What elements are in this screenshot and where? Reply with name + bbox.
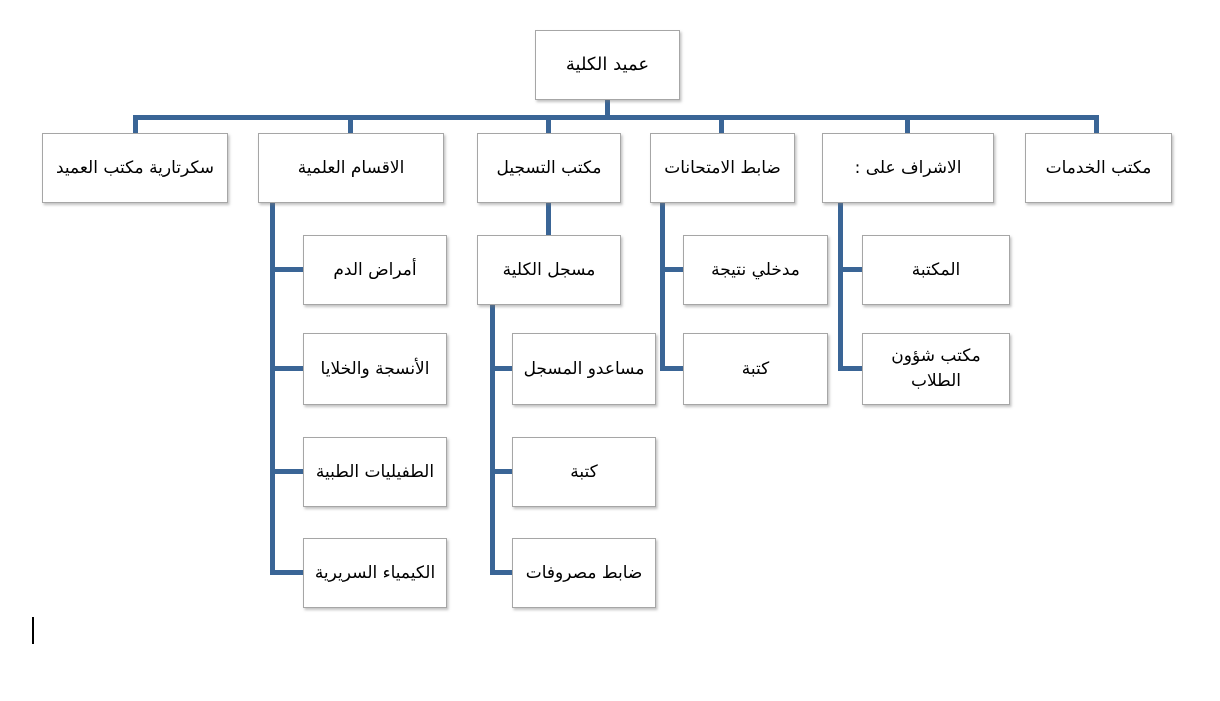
node-clinical-chemistry[interactable]: الكيمياء السريرية	[303, 538, 447, 608]
node-hematology[interactable]: أمراض الدم	[303, 235, 447, 305]
connector-registrar-drop	[546, 203, 551, 235]
node-student-affairs-office[interactable]: مكتب شؤون الطلاب	[862, 333, 1010, 405]
connector-stub-library	[841, 267, 862, 272]
node-library[interactable]: المكتبة	[862, 235, 1010, 305]
node-dean[interactable]: عميد الكلية	[535, 30, 680, 100]
connector-stub-exam-clerks	[663, 366, 683, 371]
connector-stub-clinical-chemistry	[273, 570, 303, 575]
connector-supervision-spine	[838, 203, 843, 371]
connector-stub-registrar-assistants	[493, 366, 512, 371]
connector-registrar-spine	[490, 305, 495, 575]
connector-bus	[133, 115, 1099, 120]
node-registrar-assistants[interactable]: مساعدو المسجل	[512, 333, 656, 405]
connector-drop-departments	[348, 118, 353, 133]
connector-stub-hematology	[273, 267, 303, 272]
node-histology-cells[interactable]: الأنسجة والخلايا	[303, 333, 447, 405]
connector-stub-result-entry	[663, 267, 683, 272]
node-medical-parasitology[interactable]: الطفيليات الطبية	[303, 437, 447, 507]
connector-stub-registration-clerks	[493, 469, 512, 474]
connector-drop-exams	[719, 118, 724, 133]
connector-dean-drop	[605, 100, 610, 120]
connector-departments-spine	[270, 203, 275, 575]
node-registration-office[interactable]: مكتب التسجيل	[477, 133, 621, 203]
connector-stub-student-affairs	[841, 366, 862, 371]
connector-stub-fees-officer	[493, 570, 512, 575]
node-secretariat[interactable]: سكرتارية مكتب العميد	[42, 133, 228, 203]
connector-drop-secretariat	[133, 118, 138, 133]
connector-drop-registration	[546, 118, 551, 133]
connector-stub-parasitology	[273, 469, 303, 474]
connector-exams-spine	[660, 203, 665, 371]
node-departments[interactable]: الاقسام العلمية	[258, 133, 444, 203]
connector-drop-services	[1094, 118, 1099, 133]
connector-stub-histology	[273, 366, 303, 371]
node-supervision[interactable]: الاشراف على :	[822, 133, 994, 203]
node-exams-officer[interactable]: ضابط الامتحانات	[650, 133, 795, 203]
text-cursor	[32, 617, 34, 644]
node-registration-clerks[interactable]: كتبة	[512, 437, 656, 507]
node-fees-officer[interactable]: ضابط مصروفات	[512, 538, 656, 608]
connector-drop-supervision	[905, 118, 910, 133]
node-exam-clerks[interactable]: كتبة	[683, 333, 828, 405]
node-services-office[interactable]: مكتب الخدمات	[1025, 133, 1172, 203]
node-result-entry-staff[interactable]: مدخلي نتيجة	[683, 235, 828, 305]
node-college-registrar[interactable]: مسجل الكلية	[477, 235, 621, 305]
